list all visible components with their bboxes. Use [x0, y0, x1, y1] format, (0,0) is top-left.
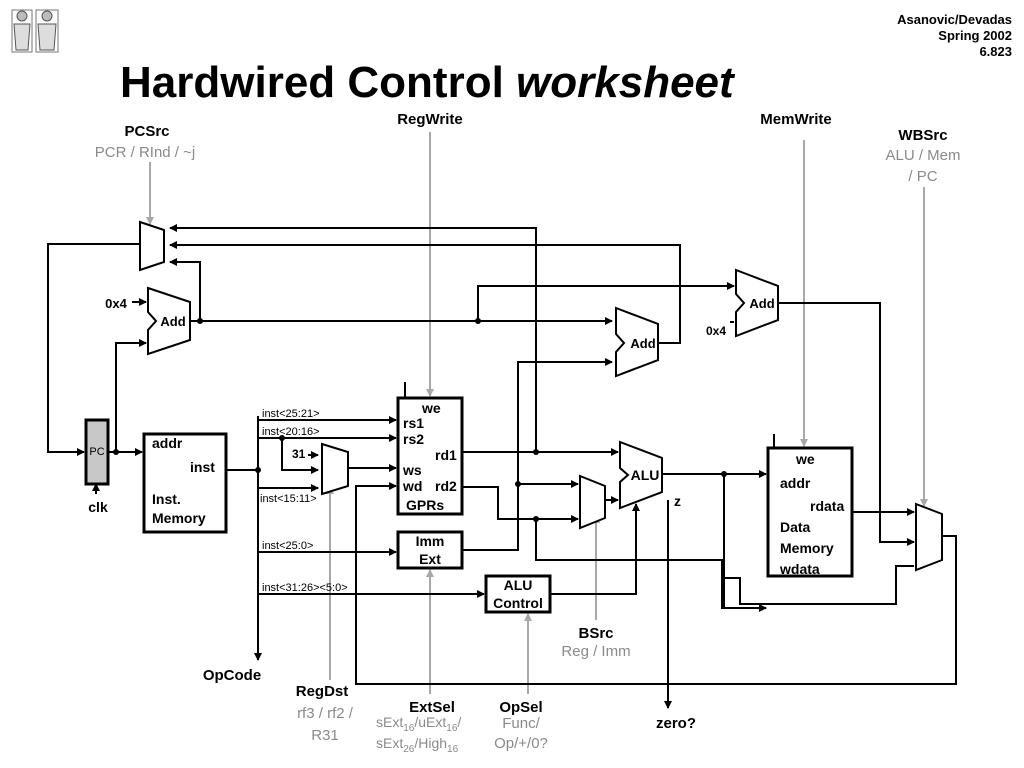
pc-label: PC: [89, 446, 104, 458]
field-rt-label: inst<20:16>: [262, 426, 320, 438]
alu-control: [484, 574, 552, 614]
dmem-wdata-label: wdata: [779, 561, 820, 577]
instruction-memory: [142, 432, 228, 534]
extsel-options-2: sExt26/High16: [376, 735, 459, 755]
branch-adder-label: Add: [630, 336, 655, 351]
wbsrc-options-1: ALU / Mem: [885, 147, 960, 164]
regdst-options-2: R31: [311, 727, 339, 744]
bsrc-label: BSrc: [578, 625, 613, 642]
pc-adder: [147, 286, 191, 356]
course-authors: Asanovic/Devadas: [897, 12, 1012, 27]
next-pc-wire: [47, 243, 140, 456]
regdst-mux: [321, 442, 349, 496]
bsrc-mux: [579, 474, 606, 530]
link-adder-label: Add: [749, 296, 774, 311]
imem-name-1: Inst.: [152, 491, 181, 507]
gpr-rs1-label: rs1: [403, 415, 424, 431]
gpr-rd2-label: rd2: [435, 478, 457, 494]
extsel-label: ExtSel: [409, 699, 455, 716]
alu-zero-flag-label: z: [674, 493, 681, 509]
imm-ext-line1: Imm: [416, 533, 445, 549]
opsel-options-2: Op/+/0?: [494, 735, 548, 752]
gpr-name: GPRs: [406, 497, 444, 513]
wbsrc-mux: [915, 502, 943, 572]
gpr-file: [396, 396, 464, 516]
imem-addr-label: addr: [152, 435, 183, 451]
regwrite-label: RegWrite: [397, 111, 463, 128]
opcode-label: OpCode: [203, 667, 261, 684]
pcsrc-label: PCSrc: [124, 123, 169, 140]
mit-figures-logo-icon: [11, 9, 59, 53]
opsel-label: OpSel: [499, 699, 542, 716]
const-4-label: 0x4: [105, 296, 127, 311]
rd1-to-pc-mux-wire: [169, 224, 537, 452]
clk-label: clk: [88, 499, 108, 515]
link-adder-to-wb-wire: [778, 302, 915, 546]
field-rs-label: inst<25:21>: [262, 408, 320, 420]
pc-adder-label: Add: [160, 314, 185, 329]
imm-to-branch-adder-wire: [462, 358, 613, 551]
bsrc-options: Reg / Imm: [561, 643, 630, 660]
course-term: Spring 2002: [938, 28, 1012, 43]
imem-inst-label: inst: [190, 459, 215, 475]
zero-label: zero?: [656, 715, 696, 732]
rt-to-regdst-mux-wire: [281, 438, 319, 474]
page-title: Hardwired Control worksheet: [120, 58, 736, 107]
gpr-rd1-label: rd1: [435, 447, 457, 463]
field-rd-label: inst<15:11>: [260, 493, 317, 505]
regdst-options-1: rf3 / rf2 /: [297, 705, 354, 722]
alu: [619, 440, 663, 510]
const-31-label: 31: [292, 447, 306, 461]
pc-mux: [139, 220, 165, 272]
dmem-we-label: we: [795, 451, 815, 467]
imem-name-2: Memory: [152, 510, 206, 526]
writeback-wire: [355, 482, 957, 685]
gpr-rs2-label: rs2: [403, 431, 424, 447]
pc-to-link-adder-wire: [477, 282, 735, 321]
extsel-options-1: sExt16/uExt16/: [376, 714, 461, 734]
gpr-we-label: we: [421, 400, 441, 416]
wbsrc-label: WBSrc: [898, 127, 947, 144]
gpr-wd-label: wd: [402, 478, 422, 494]
memwrite-label: MemWrite: [760, 111, 831, 128]
alu-to-wb-wire: [724, 565, 914, 605]
alu-control-line1: ALU: [504, 577, 533, 593]
course-number: 6.823: [979, 44, 1012, 59]
regdst-label: RegDst: [296, 683, 349, 700]
pc-to-adder-wire: [108, 339, 147, 453]
alu-label: ALU: [631, 467, 660, 483]
field-func-label: inst<31:26><5:0>: [262, 582, 348, 594]
field-imm-label: inst<25:0>: [262, 540, 313, 552]
aluctrl-to-alu-wire: [550, 503, 640, 595]
imm-ext-line2: Ext: [419, 551, 441, 567]
pcsrc-options: PCR / RInd / ~j: [95, 144, 195, 161]
pc-register: [84, 418, 110, 486]
gpr-ws-label: ws: [402, 462, 422, 478]
dmem-name-1: Data: [780, 519, 811, 535]
data-memory: [766, 446, 854, 578]
dmem-name-2: Memory: [780, 540, 834, 556]
link-adder: [735, 268, 779, 338]
opsel-options-1: Func/: [502, 715, 540, 732]
rd2-to-wdata-wire: [535, 519, 767, 612]
branch-target-wire: [169, 241, 681, 344]
dmem-addr-label: addr: [780, 475, 811, 491]
wbsrc-options-2: / PC: [908, 168, 937, 185]
branch-adder: [615, 306, 659, 378]
imm-ext: [396, 530, 464, 570]
const-4b-label: 0x4: [706, 324, 726, 338]
dmem-rdata-label: rdata: [810, 498, 844, 514]
rd2-to-bsrc-mux-wire: [462, 486, 579, 523]
alu-control-line2: Control: [493, 595, 543, 611]
